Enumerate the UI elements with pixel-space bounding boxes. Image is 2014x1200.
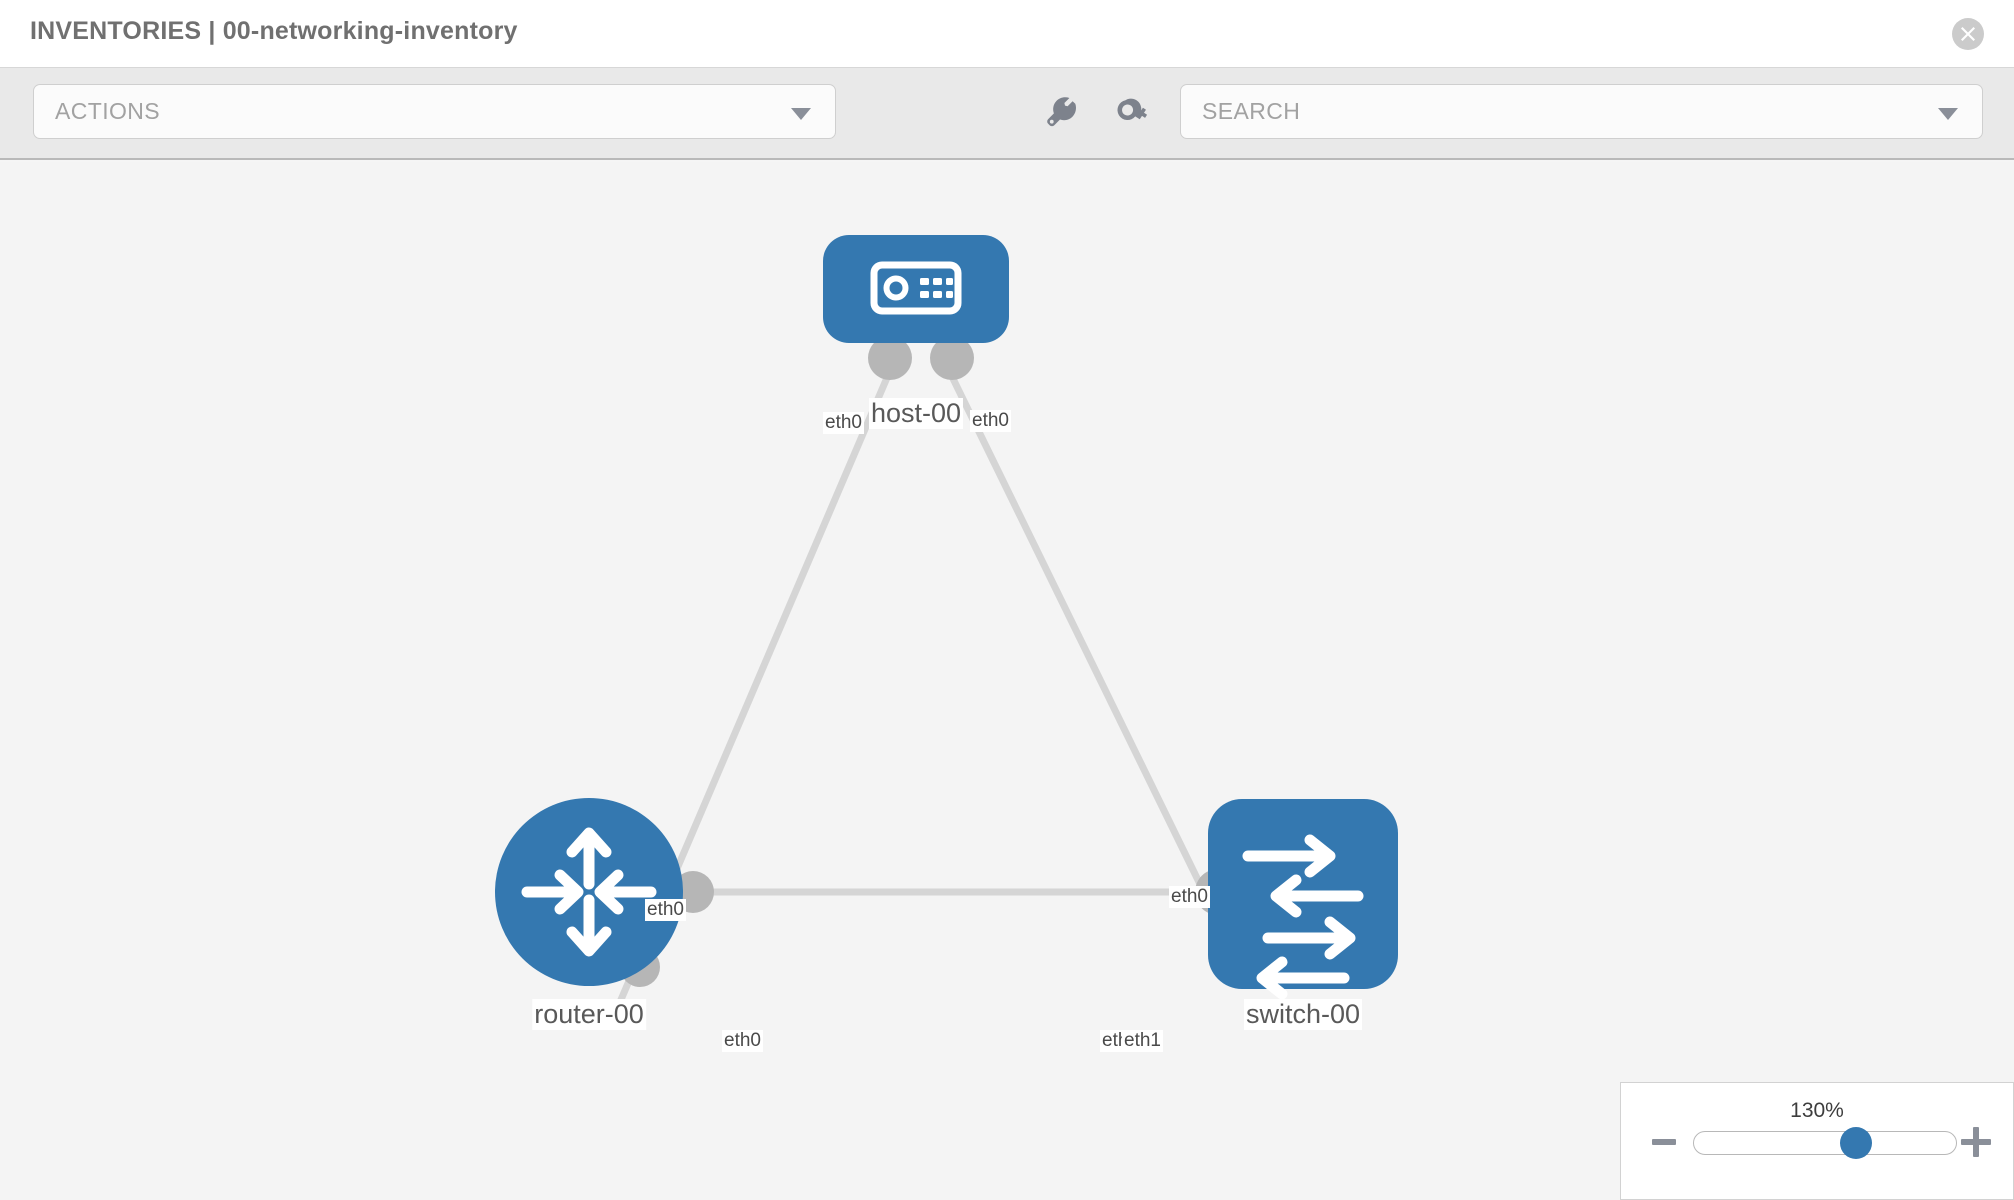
node-router-00[interactable] [495, 798, 683, 986]
title-bar: INVENTORIES | 00-networking-inventory [0, 0, 2014, 68]
zoom-slider-thumb[interactable] [1840, 1127, 1873, 1159]
node-switch-00[interactable] [1208, 799, 1398, 1000]
link-lines [616, 350, 1242, 1004]
link-host-switch [936, 350, 1242, 964]
actions-dropdown[interactable]: ACTIONS [33, 84, 836, 139]
iface-label: eth1 [1122, 1030, 1163, 1052]
page-title: INVENTORIES | 00-networking-inventory [30, 17, 518, 45]
plus-icon[interactable] [1961, 1127, 1991, 1157]
server-icon [870, 261, 962, 315]
search-input[interactable]: SEARCH [1180, 84, 1983, 139]
close-icon[interactable] [1952, 18, 1984, 50]
actions-dropdown-label: ACTIONS [55, 98, 161, 124]
wrench-icon[interactable] [1043, 94, 1083, 134]
topology-canvas[interactable]: host-00 router-00 switch-00 eth0 eth0 et… [0, 162, 2014, 1200]
minus-icon[interactable] [1652, 1139, 1676, 1145]
node-label-host: host-00 [868, 398, 964, 429]
zoom-control-panel: 130% [1620, 1082, 2014, 1200]
search-placeholder: SEARCH [1202, 98, 1301, 124]
iface-label: eth0 [645, 899, 686, 921]
iface-label: eth0 [823, 412, 864, 434]
iface-label: eth0 [722, 1030, 763, 1052]
chevron-down-icon[interactable] [1938, 108, 1958, 120]
key-icon[interactable] [1113, 94, 1153, 134]
topology-graph [495, 235, 1398, 1004]
router-arrows-icon [521, 827, 657, 957]
chevron-down-icon [791, 108, 811, 120]
node-label-switch: switch-00 [1243, 999, 1363, 1030]
zoom-slider-track[interactable] [1693, 1127, 1957, 1159]
zoom-level-value: 130% [1790, 1099, 1844, 1122]
endpoint-host-left [868, 336, 912, 380]
switch-arrows-icon [1242, 834, 1364, 1000]
iface-label: eth0 [970, 410, 1011, 432]
endpoint-host-right [930, 336, 974, 380]
iface-label: eth0 [1169, 886, 1210, 908]
node-host-00[interactable] [823, 235, 1009, 343]
node-label-router: router-00 [532, 999, 646, 1030]
